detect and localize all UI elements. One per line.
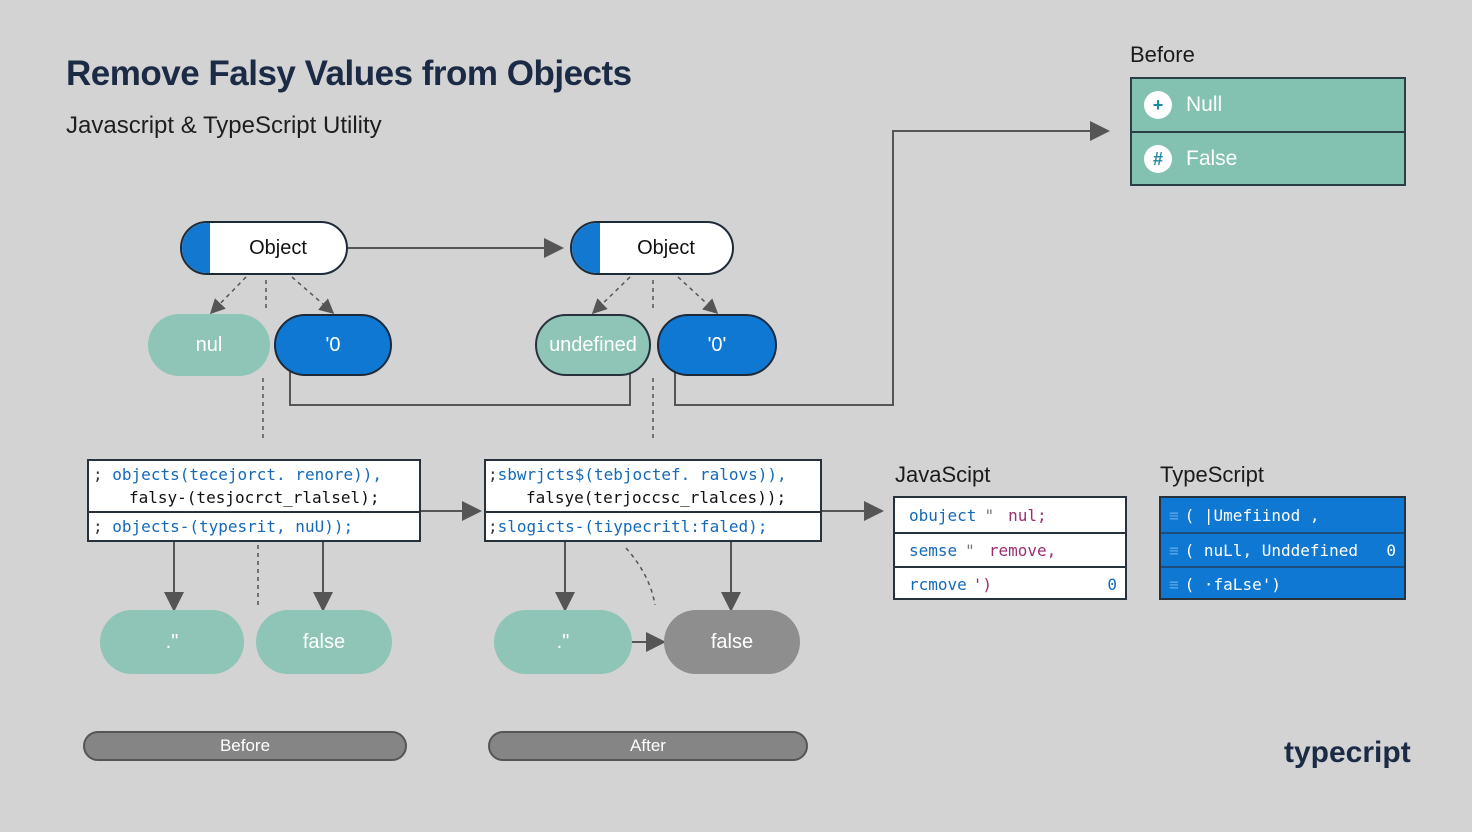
object-node-label: Object [249, 236, 307, 259]
legend-item-label: Null [1186, 93, 1223, 116]
code-box-after: ;sbwrjcts$(tebjoctef. ralovs)), falsye(t… [484, 459, 822, 542]
code-gutter: ; [93, 517, 103, 536]
code-gutter: ; [488, 517, 498, 536]
table-cell: " [984, 505, 995, 525]
page-subtitle: Javascript & TypeScript Utility [66, 112, 382, 139]
table-cell: nul; [1008, 505, 1047, 525]
line-number: ≡ [1169, 505, 1179, 525]
legend-divider [1132, 131, 1404, 133]
legend-item-false: # False [1132, 133, 1404, 185]
code-line-2: falsy-(tesjocrct_rlalsel); [129, 488, 380, 507]
value-node-zero: '0 [274, 314, 392, 376]
table-row: semse " remove, [895, 533, 1125, 567]
code-divider [89, 511, 419, 513]
table-cell: ( nuLl, Unddefined [1184, 540, 1359, 560]
removed-node-false: false [664, 610, 800, 674]
table-cell: remove, [988, 540, 1057, 560]
falsy-node-undefined: undefined [535, 314, 651, 376]
table-cell: 0 [1386, 540, 1396, 560]
typescript-table: ≡ ( |Umefiinod , ≡ ( nuLl, Unddefined 0 … [1159, 496, 1406, 600]
code-line-3: objects-(typesrit, nuU)); [112, 517, 354, 536]
code-gutter: ; [488, 465, 498, 484]
code-line-1: objects(tecejorct. renore)), [112, 465, 382, 484]
table-cell: 0 [1107, 574, 1117, 594]
code-line-3: slogicts-(tiypecritl:faled); [497, 517, 768, 536]
brand-wordmark: typecript [1284, 736, 1411, 769]
object-node-label: Object [637, 236, 695, 259]
line-number: ≡ [1169, 574, 1179, 594]
falsy-node-false: false [256, 610, 392, 674]
code-line-1: sbwrjcts$(tebjoctef. ralovs)), [497, 465, 787, 484]
legend-title: Before [1130, 42, 1195, 67]
falsy-node-empty-string-after: ." [494, 610, 632, 674]
table-cell: semse [909, 540, 958, 560]
code-gutter: ; [93, 465, 103, 484]
after-label-bar: After [488, 731, 808, 761]
object-node-accent [572, 223, 600, 273]
table-cell: " [965, 540, 975, 560]
javascript-table: obuject " nul; semse " remove, rcmove ')… [893, 496, 1127, 600]
table-divider [1161, 566, 1404, 568]
table-divider [895, 532, 1125, 534]
falsy-node-empty-string: ." [100, 610, 244, 674]
table-row: ≡ ( ·faLse') [1161, 567, 1404, 601]
table-row: rcmove ') 0 [895, 567, 1125, 601]
legend-box: + Null # False [1130, 77, 1406, 186]
javascript-table-title: JavaScipt [895, 462, 991, 487]
falsy-node-null: nul [148, 314, 270, 376]
code-line-2: falsye(terjoccsc_rlalces)); [526, 488, 787, 507]
legend-item-label: False [1186, 147, 1238, 170]
table-cell: rcmove [909, 574, 967, 594]
table-cell: ( ·faLse') [1184, 574, 1281, 594]
object-node-accent [182, 223, 210, 273]
hash-icon: # [1144, 145, 1172, 173]
table-cell: ( |Umefiinod , [1184, 505, 1320, 525]
object-node-after: Object [570, 221, 734, 275]
code-divider [486, 511, 820, 513]
typescript-table-title: TypeScript [1160, 462, 1264, 487]
page-title: Remove Falsy Values from Objects [66, 54, 632, 93]
table-row: ≡ ( |Umefiinod , [1161, 498, 1404, 532]
plus-icon: + [1144, 91, 1172, 119]
table-cell: ') [972, 574, 993, 594]
code-box-before: ; objects(tecejorct. renore)), falsy-(te… [87, 459, 421, 542]
table-row: obuject " nul; [895, 498, 1125, 532]
table-cell: obuject [909, 505, 977, 525]
table-row: ≡ ( nuLl, Unddefined 0 [1161, 533, 1404, 567]
table-divider [895, 566, 1125, 568]
table-divider [1161, 532, 1404, 534]
object-node-before: Object [180, 221, 348, 275]
line-number: ≡ [1169, 540, 1179, 560]
legend-item-null: + Null [1132, 79, 1404, 131]
before-label-bar: Before [83, 731, 407, 761]
value-node-zero-string: '0' [657, 314, 777, 376]
